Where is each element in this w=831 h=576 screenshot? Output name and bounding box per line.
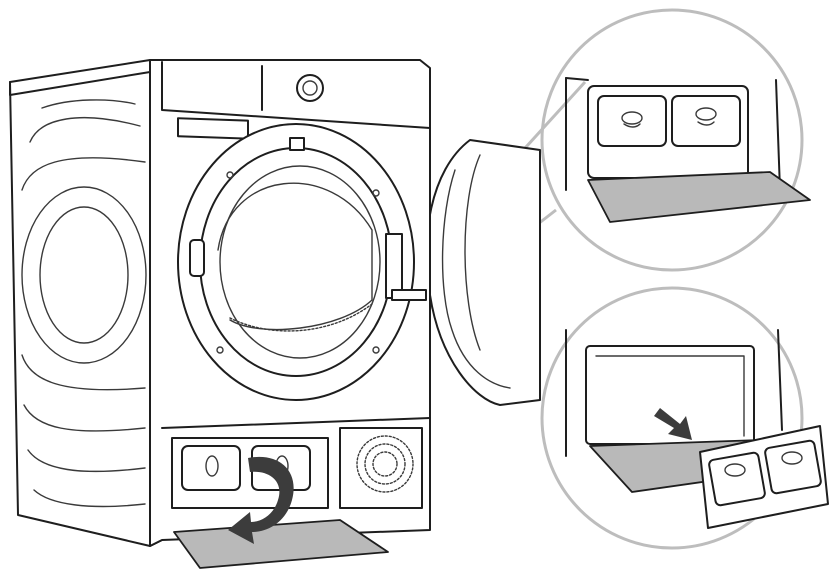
door-latch (289, 137, 305, 151)
callout-bottom-compartment (585, 345, 755, 445)
dryer-door-ring (177, 123, 427, 401)
program-knob (296, 74, 324, 102)
callout-top-flap (587, 171, 811, 223)
side-panel-ribs (21, 99, 147, 508)
door-hinge-right (385, 233, 403, 299)
curved-arrow-icon (228, 456, 294, 544)
filter-flap-main (173, 519, 389, 569)
door-handle-left (189, 239, 205, 277)
control-panel (161, 61, 431, 129)
filter-handle-left (181, 445, 241, 491)
ventilation-grille (339, 427, 423, 509)
callout-bottom-content (565, 329, 829, 529)
filter-compartment (161, 417, 431, 509)
water-tank-drawer (177, 117, 249, 140)
vent-pattern (356, 435, 414, 493)
drum-opening (219, 165, 381, 359)
dryer-side-panel (9, 59, 163, 547)
callout-top-content (565, 77, 811, 223)
straight-arrow-icon (654, 408, 692, 440)
dryer-open-door (425, 139, 541, 406)
